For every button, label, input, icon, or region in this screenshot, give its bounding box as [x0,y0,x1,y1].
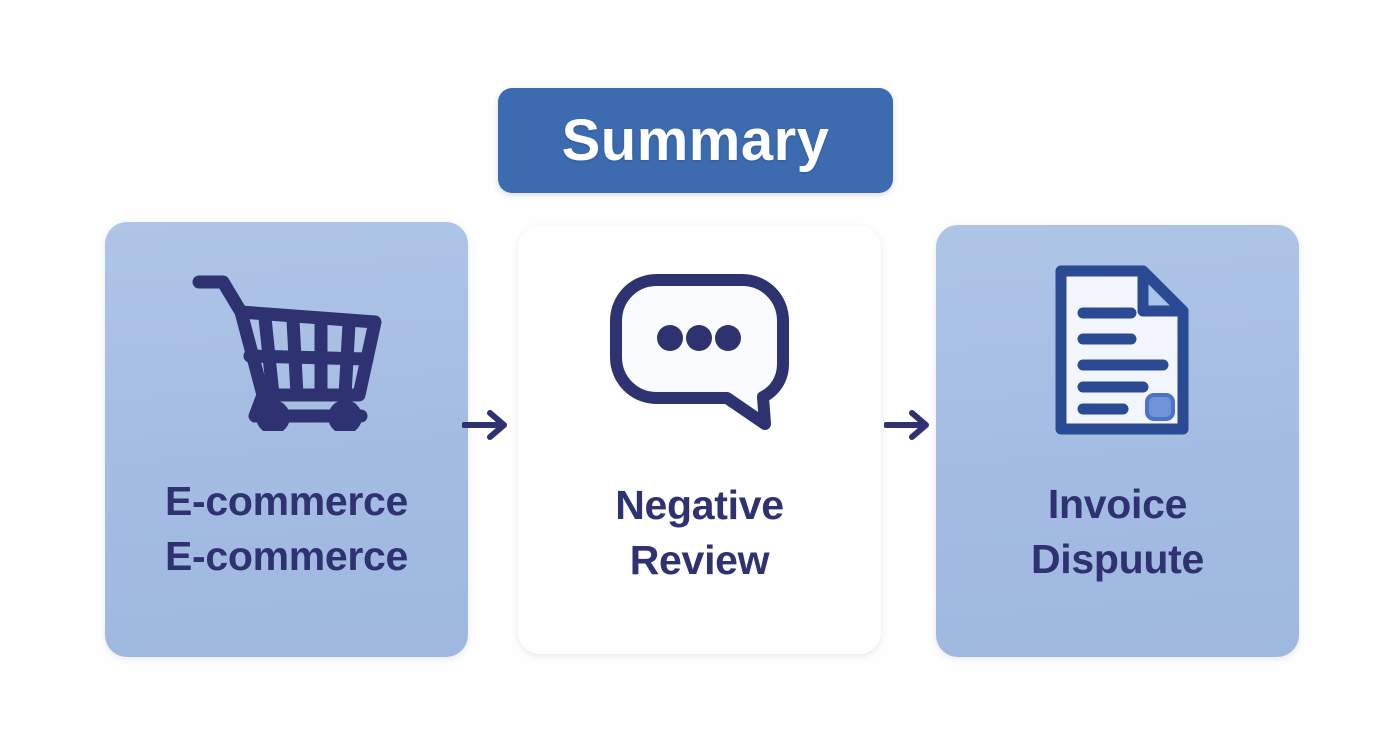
label-line-1: E-commerce [164,478,409,524]
cart-wheel-left [255,399,290,431]
label-line-2: Dispuute [1031,535,1204,582]
label-line-2: Review [629,536,770,583]
cart-wheel-right [327,399,362,431]
flow-step-negative-review[interactable]: Negative Review [518,226,881,654]
document-accent-badge [1144,393,1175,421]
label-line-1: Negative [615,482,784,528]
document-icon [936,225,1299,477]
bubble-dot-3 [715,325,741,351]
bubble-dot-2 [686,325,712,351]
summary-badge-label: Summary [561,107,830,173]
document-text-lines [1077,307,1168,415]
flow-step-label: E-commerce E-commerce [105,474,468,583]
shopping-cart-icon [105,222,468,474]
bubble-dot-1 [657,325,683,351]
bubble-body [610,274,789,430]
summary-badge[interactable]: Summary [498,88,893,193]
flow-step-ecommerce[interactable]: E-commerce E-commerce [105,222,468,657]
document-fold [1137,265,1188,317]
arrow-right-icon [883,408,932,442]
speech-bubble-icon [518,226,881,478]
flow-step-label: Negative Review [518,478,881,587]
label-line-1: Invoice [1047,481,1188,527]
label-line-2: E-commerce [164,532,409,579]
arrow-right-icon [461,408,510,442]
flow-step-label: Invoice Dispuute [936,477,1299,586]
flow-step-invoice-dispute[interactable]: Invoice Dispuute [936,225,1299,657]
